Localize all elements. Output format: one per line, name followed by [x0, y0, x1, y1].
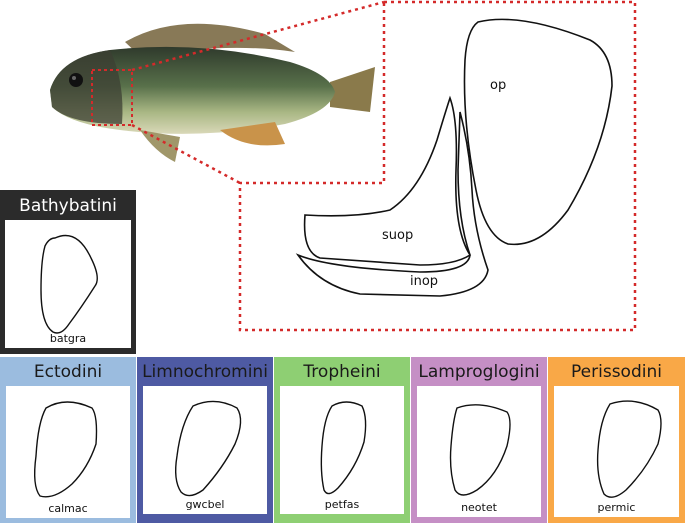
panel-limnochromini: Limnochromini gwcbel — [137, 357, 273, 523]
panel-ectodini: Ectodini calmac — [0, 357, 136, 523]
specimen-code: gwcbel — [185, 498, 225, 511]
panel-title: Tropheini — [303, 362, 381, 382]
suboperculum-outline — [303, 95, 472, 266]
panel-shape-box: gwcbel — [143, 386, 267, 514]
specimen-code: petfas — [324, 498, 360, 511]
opercle-shape-permic — [596, 400, 662, 498]
specimen-code: calmac — [48, 502, 88, 515]
panel-lamproglogini: Lamproglogini neotet — [411, 357, 547, 523]
panel-title: Perissodini — [571, 362, 662, 382]
opercle-label: op — [490, 78, 507, 93]
panel-title: Lamproglogini — [418, 362, 540, 382]
opercle-shape-neotet — [449, 404, 511, 496]
panel-tropheini: Tropheini petfas — [274, 357, 410, 523]
panel-perissodini: Perissodini permic — [548, 357, 685, 523]
opercle-shape-calmac — [33, 401, 98, 498]
opercle-shape-batgra — [40, 234, 98, 334]
panel-title: Bathybatini — [19, 196, 117, 216]
tail-fin — [330, 67, 375, 112]
panel-shape-box: neotet — [417, 386, 541, 517]
interoperculum-outline — [295, 111, 489, 297]
panel-title: Ectodini — [33, 362, 103, 382]
opercle-outline — [463, 18, 613, 246]
anal-fin — [220, 122, 285, 146]
panel-shape-box: batgra — [5, 220, 131, 348]
panel-shape-box: permic — [554, 386, 679, 517]
panel-shape-box: calmac — [6, 386, 130, 518]
fish-eye — [69, 73, 83, 87]
opercle-shape-petfas — [320, 401, 367, 495]
operculum-zoom-box — [91, 69, 133, 126]
specimen-code: neotet — [461, 501, 497, 514]
suboperculum-label: suop — [382, 228, 414, 243]
specimen-code: permic — [597, 501, 636, 514]
pelvic-fin — [140, 130, 180, 162]
interoperculum-label: inop — [410, 274, 439, 289]
panel-title: Limnochromini — [142, 362, 268, 382]
fish-illustration — [50, 23, 375, 162]
panel-bathybatini: Bathybatini batgra — [0, 190, 136, 354]
specimen-code: batgra — [49, 332, 87, 345]
panel-shape-box: petfas — [280, 386, 404, 514]
opercle-shape-gwcbel — [174, 400, 242, 497]
